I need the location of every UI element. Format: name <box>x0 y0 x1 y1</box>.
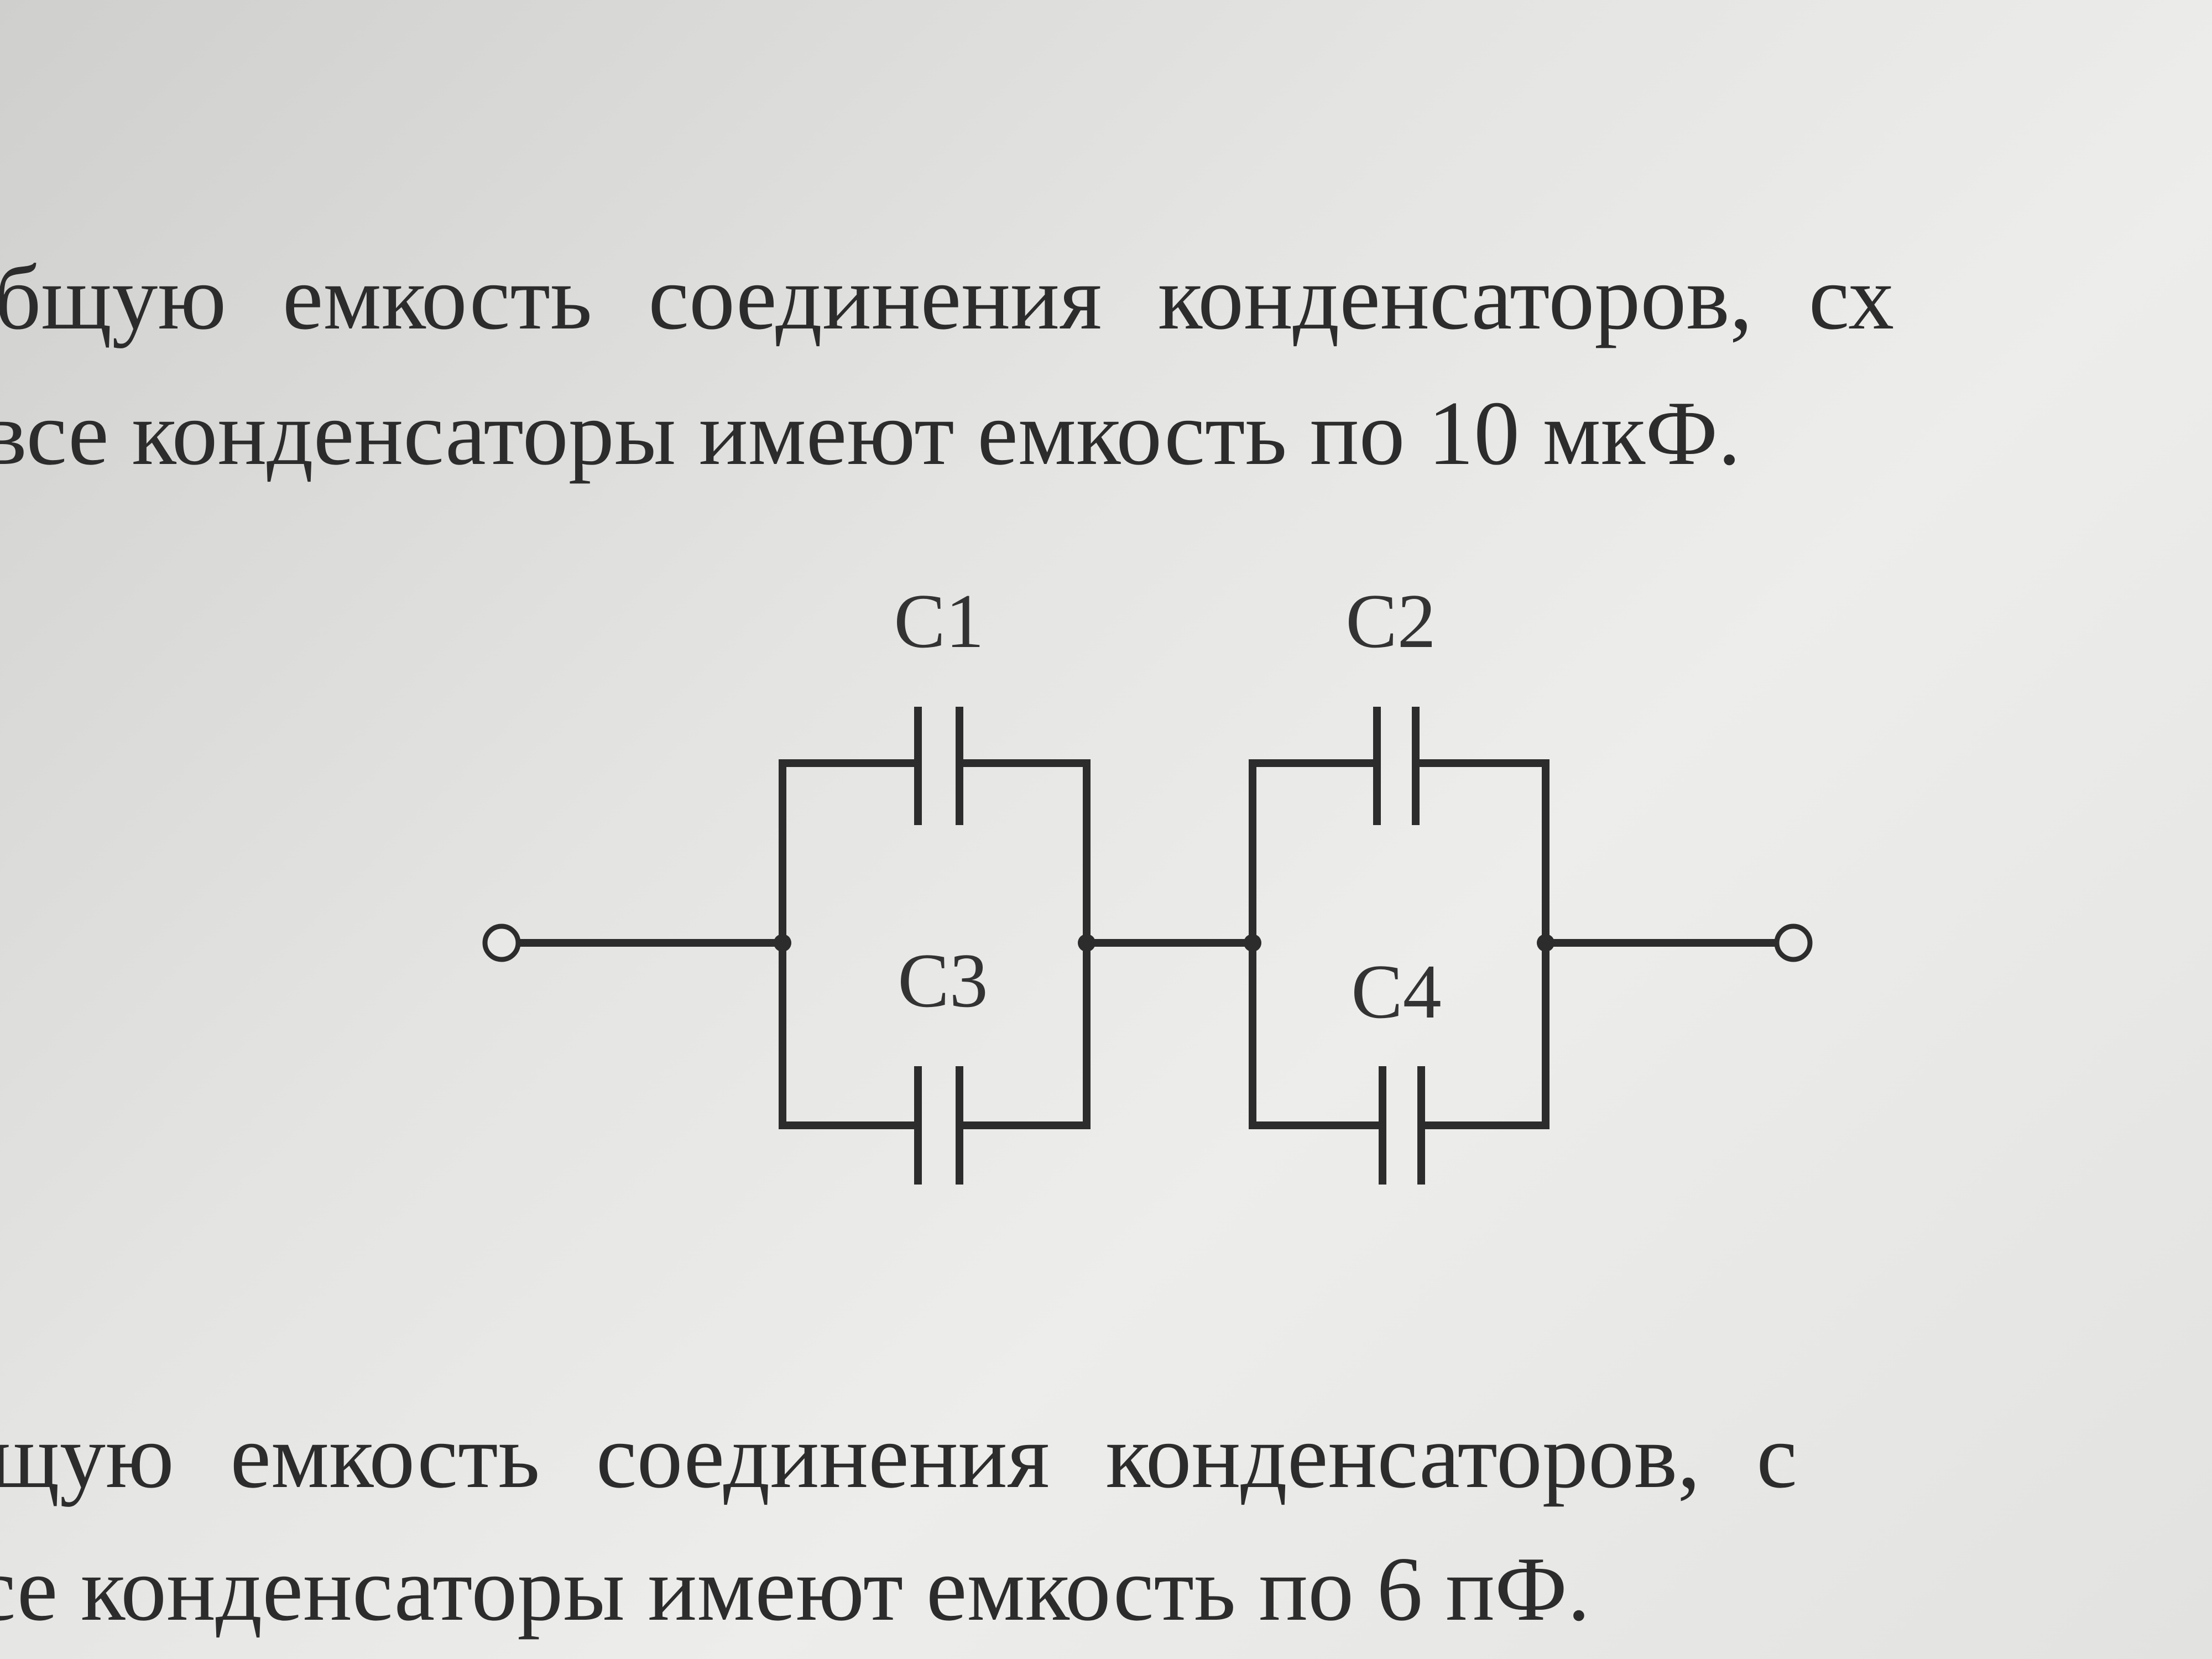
junction-dot-2 <box>1078 934 1095 952</box>
c3-label: C3 <box>898 938 988 1024</box>
capacitor-circuit-diagram: C1 C2 C3 C4 <box>482 581 1813 1185</box>
problem-text-line-2: все конденсаторы имеют емкость по 10 мкФ… <box>0 382 1741 484</box>
junction-dot-4 <box>1537 934 1554 952</box>
right-terminal <box>1774 924 1813 962</box>
problem-text-line-4: се конденсаторы имеют емкость по 6 пФ. <box>0 1538 1590 1640</box>
junction-dot-3 <box>1244 934 1261 952</box>
left-terminal <box>482 924 521 962</box>
junction-dot-1 <box>774 934 791 952</box>
c2-label: C2 <box>1345 581 1436 664</box>
problem-text-line-3: щую емкость соединения конденсаторов, с <box>0 1405 1797 1507</box>
c1-label: C1 <box>894 581 984 664</box>
c4-label: C4 <box>1351 949 1441 1035</box>
problem-text-line-1: бщую емкость соединения конденсаторов, с… <box>0 247 1895 348</box>
